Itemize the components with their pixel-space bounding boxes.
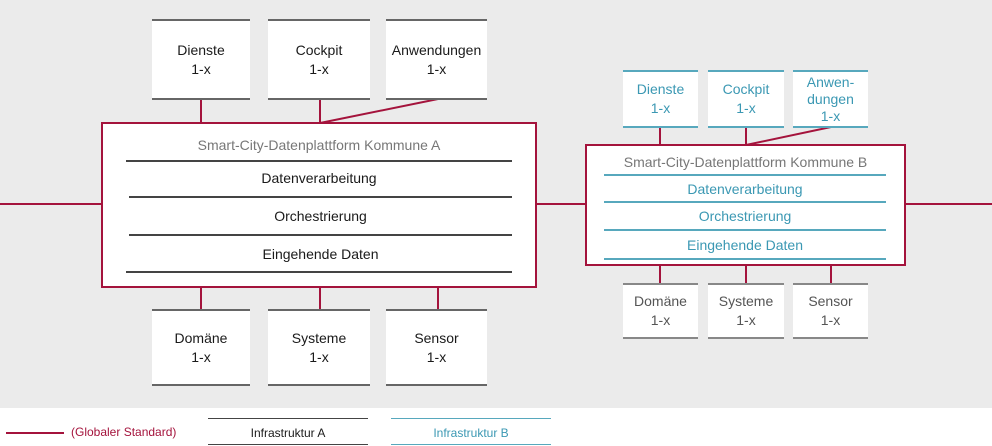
box-b-systeme-count: 1-x: [736, 312, 756, 328]
connector-b-dienste: [659, 127, 661, 145]
platform-a-layer-datenverarbeitung: Datenverarbeitung: [261, 170, 377, 186]
platform-b-layer-datenverarbeitung: Datenverarbeitung: [687, 181, 803, 197]
box-a-domaene-label: Domäne: [174, 329, 228, 346]
box-b-anwendungen-count: 1-x: [820, 107, 841, 124]
global-standard-line-left: [0, 203, 102, 205]
box-a-domaene: Domäne 1-x: [152, 309, 250, 386]
box-b-domaene: Domäne 1-x: [623, 283, 698, 339]
box-b-cockpit-count: 1-x: [736, 100, 756, 116]
box-b-cockpit-label: Cockpit: [722, 81, 770, 97]
box-a-dienste-label: Dienste: [177, 41, 225, 58]
connector-a-sensor: [437, 287, 439, 311]
box-a-anwendungen-count: 1-x: [426, 60, 447, 77]
legend-infra-b-rule-bottom: [391, 444, 551, 445]
legend-infra-a-label: Infrastruktur A: [250, 426, 326, 440]
legend-infra-b-label: Infrastruktur B: [433, 426, 509, 440]
platform-b-layer-orchestrierung: Orchestrierung: [698, 208, 792, 224]
box-b-dienste-count: 1-x: [650, 100, 671, 116]
legend-global-standard-label: (Globaler Standard): [71, 425, 177, 439]
box-b-anwendungen-label-1: Anwen-: [806, 73, 855, 90]
box-b-cockpit: Cockpit 1-x: [708, 70, 784, 128]
legend-infra-a-rule-bottom: [208, 444, 368, 445]
box-a-anwendungen: Anwendungen 1-x: [386, 19, 487, 100]
platform-b-rule-1: [604, 174, 886, 176]
box-a-dienste-count: 1-x: [191, 60, 211, 77]
platform-b-title: Smart-City-Datenplattform Kommune B: [623, 154, 868, 170]
connector-a-cockpit: [319, 99, 321, 123]
box-a-sensor-count: 1-x: [426, 348, 447, 365]
box-b-dienste-label: Dienste: [636, 81, 685, 97]
connector-b-cockpit: [745, 127, 747, 145]
box-a-systeme-label: Systeme: [291, 329, 347, 346]
platform-a-rule-3: [129, 234, 512, 236]
platform-a-layer-eingehende-daten: Eingehende Daten: [262, 246, 379, 262]
box-b-systeme-label: Systeme: [718, 293, 774, 309]
connector-a-systeme: [319, 287, 321, 311]
box-b-anwendungen-label-2: dungen: [807, 90, 854, 107]
box-a-domaene-count: 1-x: [191, 348, 211, 365]
platform-a-rule-1: [126, 160, 512, 162]
box-a-cockpit-count: 1-x: [309, 60, 329, 77]
platform-a-rule-4: [126, 271, 512, 273]
connector-b-domaene: [659, 265, 661, 285]
legend-infra-a-rule-top: [208, 418, 368, 419]
global-standard-line-middle: [536, 203, 586, 205]
platform-b-layer-eingehende-daten: Eingehende Daten: [687, 237, 803, 253]
global-standard-line-right: [905, 203, 992, 205]
box-b-domaene-count: 1-x: [650, 312, 671, 328]
box-a-cockpit-label: Cockpit: [295, 41, 343, 58]
platform-a-title: Smart-City-Datenplattform Kommune A: [197, 137, 441, 153]
box-a-anwendungen-label: Anwendungen: [391, 41, 482, 58]
box-a-systeme: Systeme 1-x: [268, 309, 370, 386]
platform-b-rule-2: [604, 201, 886, 203]
connector-a-domaene: [200, 287, 202, 311]
connector-a-dienste: [200, 99, 202, 123]
platform-a-rule-2: [129, 196, 512, 198]
platform-b-rule-4: [604, 258, 886, 260]
platform-a: Smart-City-Datenplattform Kommune A Date…: [101, 122, 537, 288]
box-a-sensor: Sensor 1-x: [386, 309, 487, 386]
box-a-sensor-label: Sensor: [414, 329, 459, 346]
box-a-dienste: Dienste 1-x: [152, 19, 250, 100]
box-b-sensor-label: Sensor: [808, 293, 853, 309]
box-a-cockpit: Cockpit 1-x: [268, 19, 370, 100]
box-b-domaene-label: Domäne: [634, 293, 687, 309]
platform-b: Smart-City-Datenplattform Kommune B Date…: [585, 144, 906, 266]
box-a-systeme-count: 1-x: [309, 348, 329, 365]
connector-a-anwendungen: [319, 98, 439, 124]
box-b-sensor: Sensor 1-x: [793, 283, 868, 339]
box-b-sensor-count: 1-x: [820, 312, 841, 328]
box-b-dienste: Dienste 1-x: [623, 70, 698, 128]
legend-infra-b-rule-top: [391, 418, 551, 419]
platform-b-rule-3: [604, 229, 886, 231]
box-b-systeme: Systeme 1-x: [708, 283, 784, 339]
connector-b-systeme: [745, 265, 747, 285]
legend-global-standard-swatch: [6, 432, 64, 434]
platform-a-layer-orchestrierung: Orchestrierung: [274, 208, 367, 224]
connector-b-sensor: [830, 265, 832, 285]
connector-b-anwendungen: [745, 126, 832, 146]
